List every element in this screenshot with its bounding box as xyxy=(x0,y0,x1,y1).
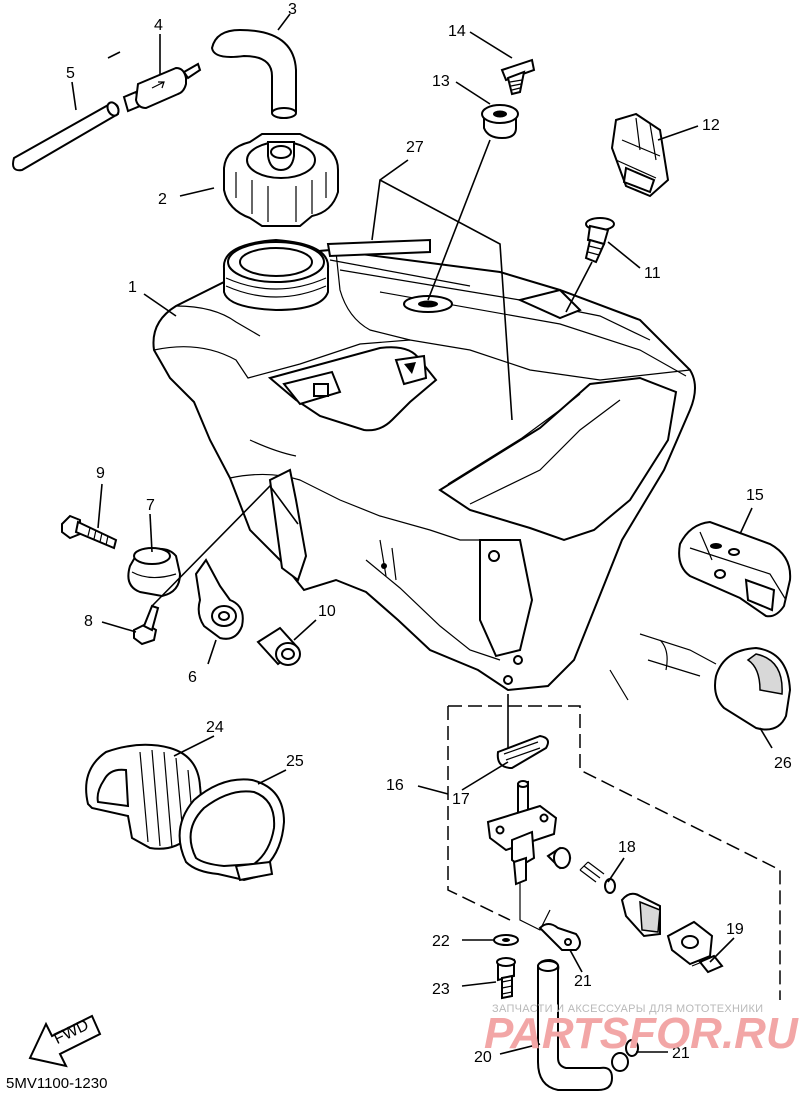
part-3-hose-bend xyxy=(210,28,297,120)
part-9-bolt xyxy=(61,514,118,550)
callout-21-upper: 21 xyxy=(574,973,592,990)
callout-14: 14 xyxy=(448,23,466,40)
part-18-oring xyxy=(546,846,661,938)
part-2-fuel-cap xyxy=(223,133,339,227)
callout-18: 18 xyxy=(618,839,636,856)
part-20-fuel-hose xyxy=(537,958,614,1091)
fuel-cock-body xyxy=(486,780,558,931)
part-19-plate xyxy=(666,920,724,974)
part-16-fuel-cock-assembly-box xyxy=(447,694,781,1000)
part-25-band xyxy=(178,778,286,882)
part-4-breather-valve xyxy=(122,62,202,113)
callout-8: 8 xyxy=(84,613,93,630)
fwd-arrow: FWD xyxy=(28,1014,102,1068)
part-17-filter xyxy=(496,734,549,770)
callout-27: 27 xyxy=(406,139,424,156)
part-21-clip-lower xyxy=(611,1039,639,1072)
watermark-brand: PARTSFOR.RU xyxy=(484,1009,799,1058)
callout-6: 6 xyxy=(188,669,197,686)
callout-3: 3 xyxy=(288,1,297,18)
callout-9: 9 xyxy=(96,465,105,482)
part-21-clip-upper xyxy=(538,923,581,951)
callout-20: 20 xyxy=(474,1049,492,1066)
callout-13: 13 xyxy=(432,73,450,90)
part-7-rubber-damper xyxy=(127,547,182,598)
callout-1: 1 xyxy=(128,279,137,296)
callout-5: 5 xyxy=(66,65,75,82)
callout-2: 2 xyxy=(158,191,167,208)
part-5-hose xyxy=(12,101,120,172)
callout-15: 15 xyxy=(746,487,764,504)
callout-10: 10 xyxy=(318,603,336,620)
callout-24: 24 xyxy=(206,719,224,736)
part-6-bracket xyxy=(194,558,244,640)
part-10-collar xyxy=(256,626,301,666)
callout-21-lower: 21 xyxy=(672,1045,690,1062)
part-1-fuel-tank xyxy=(152,238,696,692)
part-14-screw xyxy=(500,58,536,96)
part-23-bolt xyxy=(496,957,516,1000)
part-8-bolt xyxy=(133,604,160,646)
part-26-damper xyxy=(609,633,792,731)
part-13-collar xyxy=(481,104,519,140)
callout-19: 19 xyxy=(726,921,744,938)
callout-25: 25 xyxy=(286,753,304,770)
part-27-leader-bracket xyxy=(326,159,513,421)
watermark: ЗАПЧАСТИ И АКСЕССУАРЫ ДЛЯ МОТОТЕХНИКИ PA… xyxy=(484,1003,799,1058)
part-22-washer xyxy=(493,934,519,946)
callout-11: 11 xyxy=(644,265,661,282)
watermark-tagline: ЗАПЧАСТИ И АКСЕССУАРЫ ДЛЯ МОТОТЕХНИКИ xyxy=(492,1003,763,1015)
callout-17: 17 xyxy=(452,791,470,808)
callout-23: 23 xyxy=(432,981,450,998)
callout-22: 22 xyxy=(432,933,450,950)
part-15-pad xyxy=(678,520,792,618)
callout-4: 4 xyxy=(154,17,163,34)
part-12-clip xyxy=(610,112,670,198)
callout-labels: 5 4 3 2 14 13 12 27 11 1 9 7 8 6 10 15 2… xyxy=(6,1,792,1092)
callout-12: 12 xyxy=(702,117,720,134)
part-24-seal xyxy=(85,743,202,850)
callout-26: 26 xyxy=(774,755,792,772)
leader-lines xyxy=(71,13,773,1055)
part-11-bolt xyxy=(584,217,615,264)
part-code: 5MV1100-1230 xyxy=(6,1075,107,1092)
callout-16: 16 xyxy=(386,777,404,794)
callout-7: 7 xyxy=(146,497,155,514)
